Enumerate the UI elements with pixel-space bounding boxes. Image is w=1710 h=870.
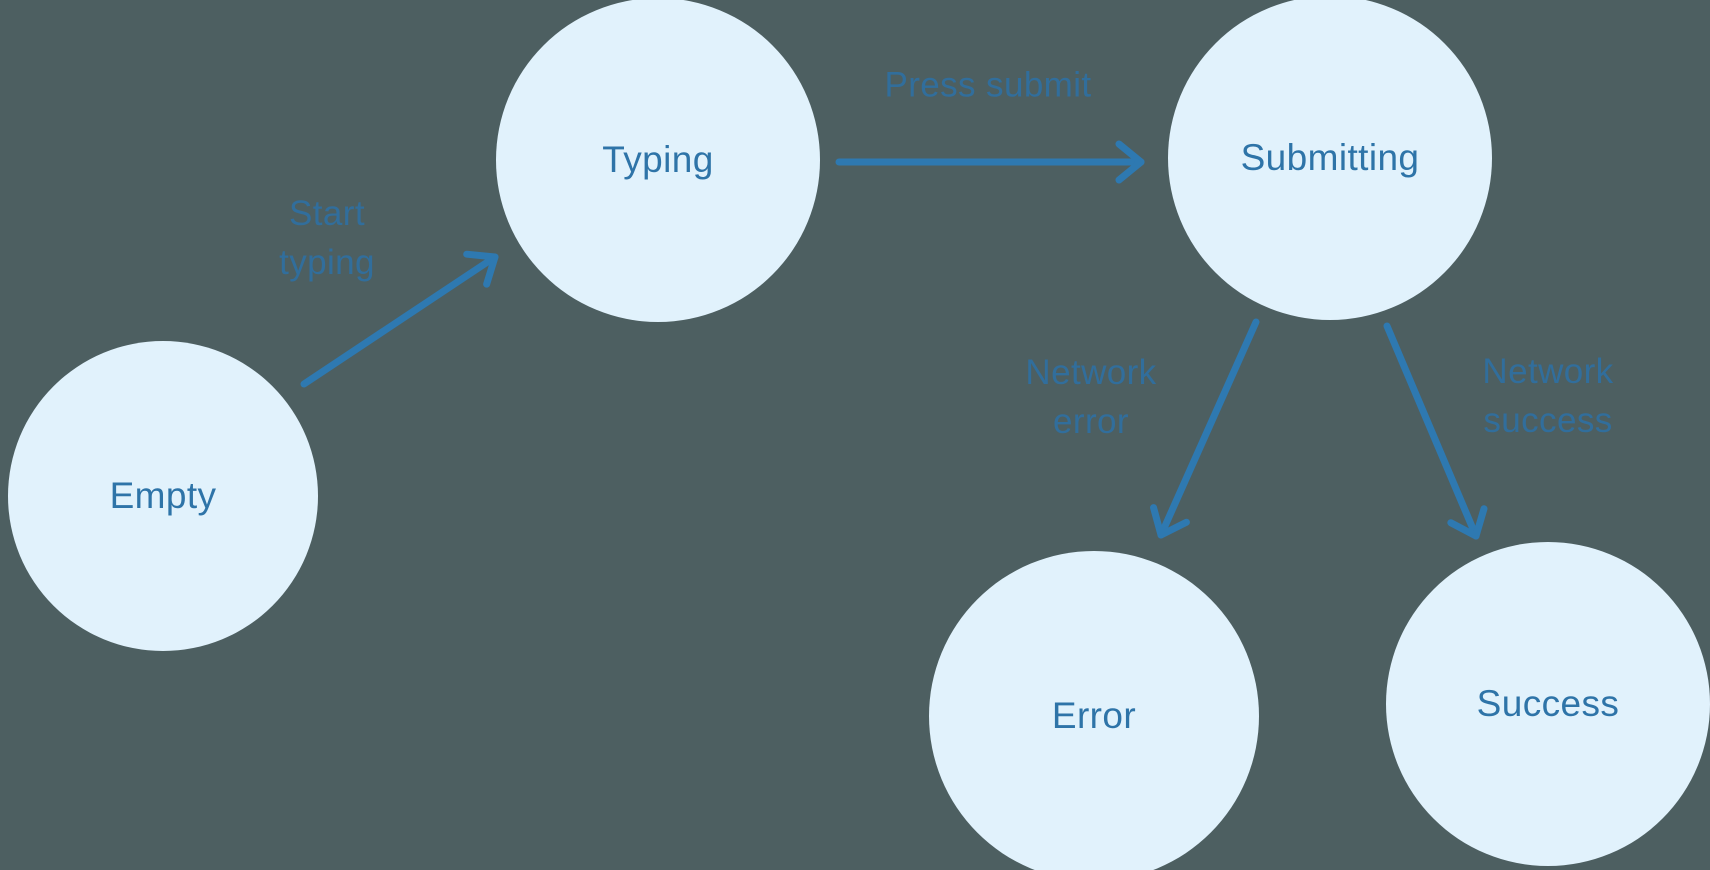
edge-line-submitting-to-error xyxy=(1150,318,1260,539)
edge-label-network-success: Network success xyxy=(1482,352,1614,440)
state-node-label: Success xyxy=(1476,683,1620,724)
edge-submitting-to-error xyxy=(1150,318,1260,539)
state-node-error: Error xyxy=(929,551,1259,870)
state-node-empty: Empty xyxy=(8,341,318,651)
state-node-submitting: Submitting xyxy=(1168,0,1492,320)
state-node-label: Error xyxy=(1051,695,1137,736)
edge-label-network-error: Network error xyxy=(1025,353,1157,441)
edge-label-press-submit: Press submit xyxy=(884,65,1092,105)
edge-line-empty-to-typing xyxy=(300,250,499,388)
edge-line-submitting-to-success xyxy=(1383,322,1488,540)
edge-submitting-to-success xyxy=(1383,322,1488,540)
state-node-success: Success xyxy=(1386,542,1710,866)
state-node-label: Typing xyxy=(602,139,714,180)
edge-label-start-typing: Start typing xyxy=(279,194,375,282)
state-node-typing: Typing xyxy=(496,0,820,322)
edge-empty-to-typing xyxy=(300,250,499,388)
state-node-label: Empty xyxy=(109,475,217,516)
state-node-label: Submitting xyxy=(1240,137,1420,178)
